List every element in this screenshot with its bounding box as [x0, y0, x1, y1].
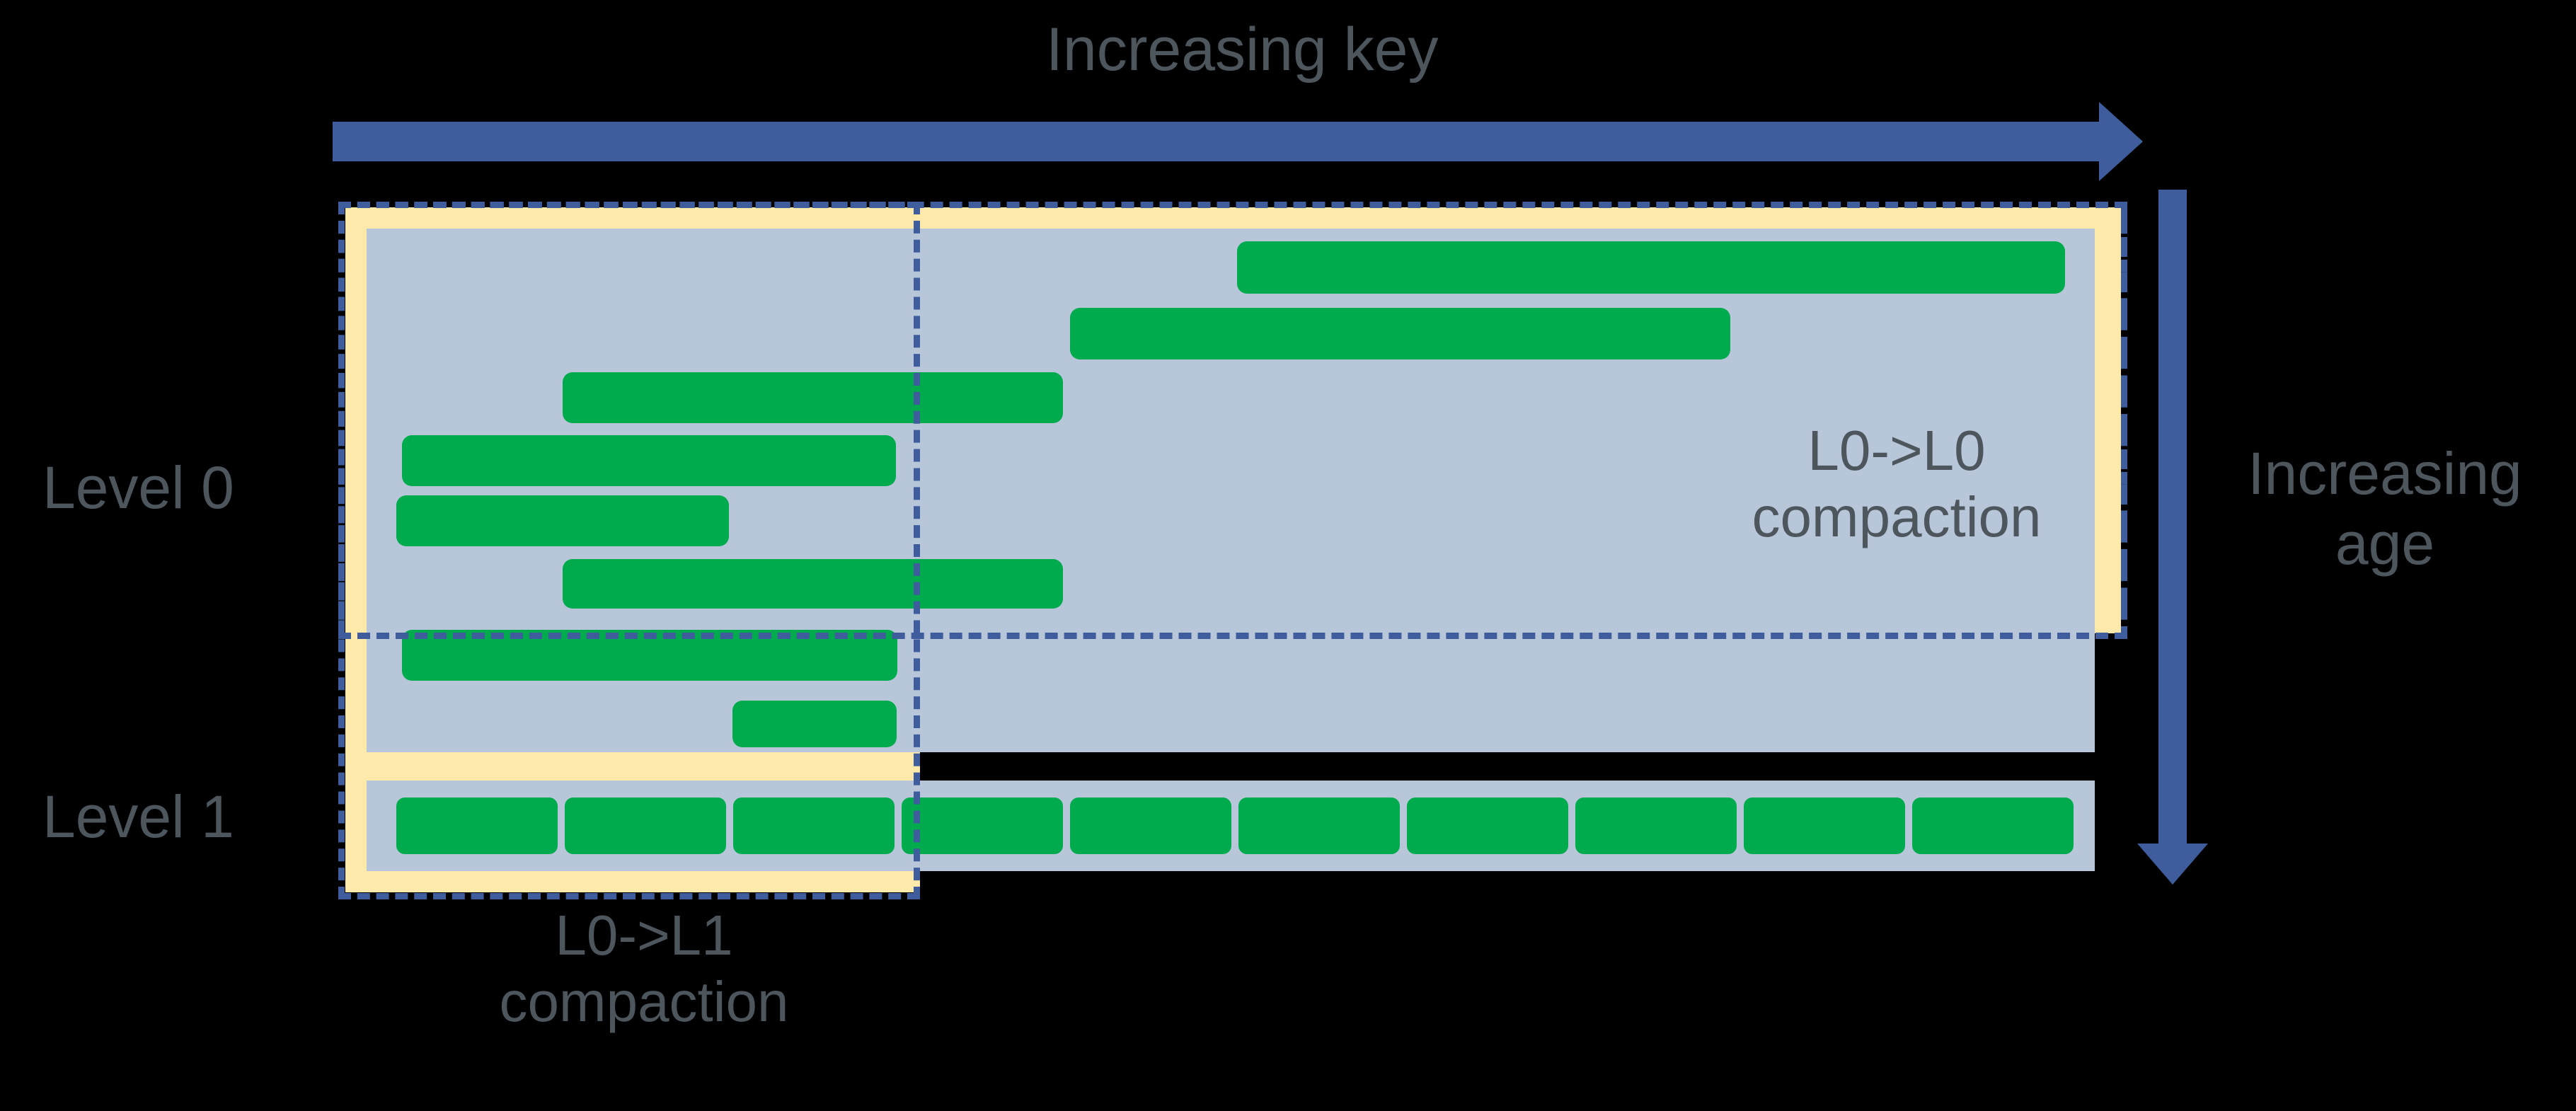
level-1-sstable — [1070, 798, 1231, 854]
level-1-label: Level 1 — [42, 783, 234, 850]
increasing-age-arrow-head — [2137, 844, 2208, 885]
level-0-sstable — [1237, 241, 2065, 294]
level-0-sstable — [732, 701, 897, 747]
l0-to-l1-highlight-separator — [345, 752, 920, 781]
level-0-right-dashed-edge — [2121, 202, 2127, 639]
level-0-sstable — [402, 630, 897, 681]
level-0-sstable — [402, 435, 896, 486]
level-1-sstable — [733, 798, 895, 854]
increasing-key-arrow-head — [2099, 102, 2143, 181]
level-1-sstable — [1912, 798, 2074, 854]
increasing-key-arrow-shaft — [333, 122, 2102, 161]
level-1-sstable-row — [396, 798, 2074, 854]
l0-to-l1-caption: L0->L1 compaction — [396, 902, 892, 1036]
increasing-age-arrow-shaft — [2158, 190, 2187, 844]
level-1-sstable — [565, 798, 726, 854]
level-1-sstable — [1407, 798, 1568, 854]
increasing-age-label-text: Increasing age — [2248, 440, 2522, 577]
l0-to-l0-caption-line-2: compaction — [1752, 485, 2042, 549]
increasing-age-label: Increasing age — [2208, 439, 2562, 579]
l0-to-l0-caption: L0->L0 compaction — [1698, 418, 2095, 551]
level-separator-gap — [920, 752, 2123, 781]
level-1-sstable — [1744, 798, 1905, 854]
level-1-sstable — [1575, 798, 1737, 854]
l0-to-l1-caption-line-2: compaction — [499, 970, 789, 1034]
level-0-sstable — [1070, 308, 1730, 359]
level-0-sstable — [563, 372, 1063, 423]
increasing-key-label: Increasing key — [1046, 16, 1439, 84]
l0-to-l1-highlight-upper — [345, 633, 367, 752]
level-0-sstable — [563, 559, 1063, 609]
level-1-sstable — [902, 798, 1063, 854]
level-1-sstable — [1238, 798, 1400, 854]
l0-to-l1-highlight-bottom — [345, 871, 920, 892]
l0-to-l0-caption-line-1: L0->L0 — [1807, 419, 1986, 482]
level-0-sstable — [396, 495, 729, 546]
level-1-sstable — [396, 798, 558, 854]
level-0-label: Level 0 — [42, 454, 234, 521]
l0-to-l1-caption-line-1: L0->L1 — [555, 904, 733, 967]
